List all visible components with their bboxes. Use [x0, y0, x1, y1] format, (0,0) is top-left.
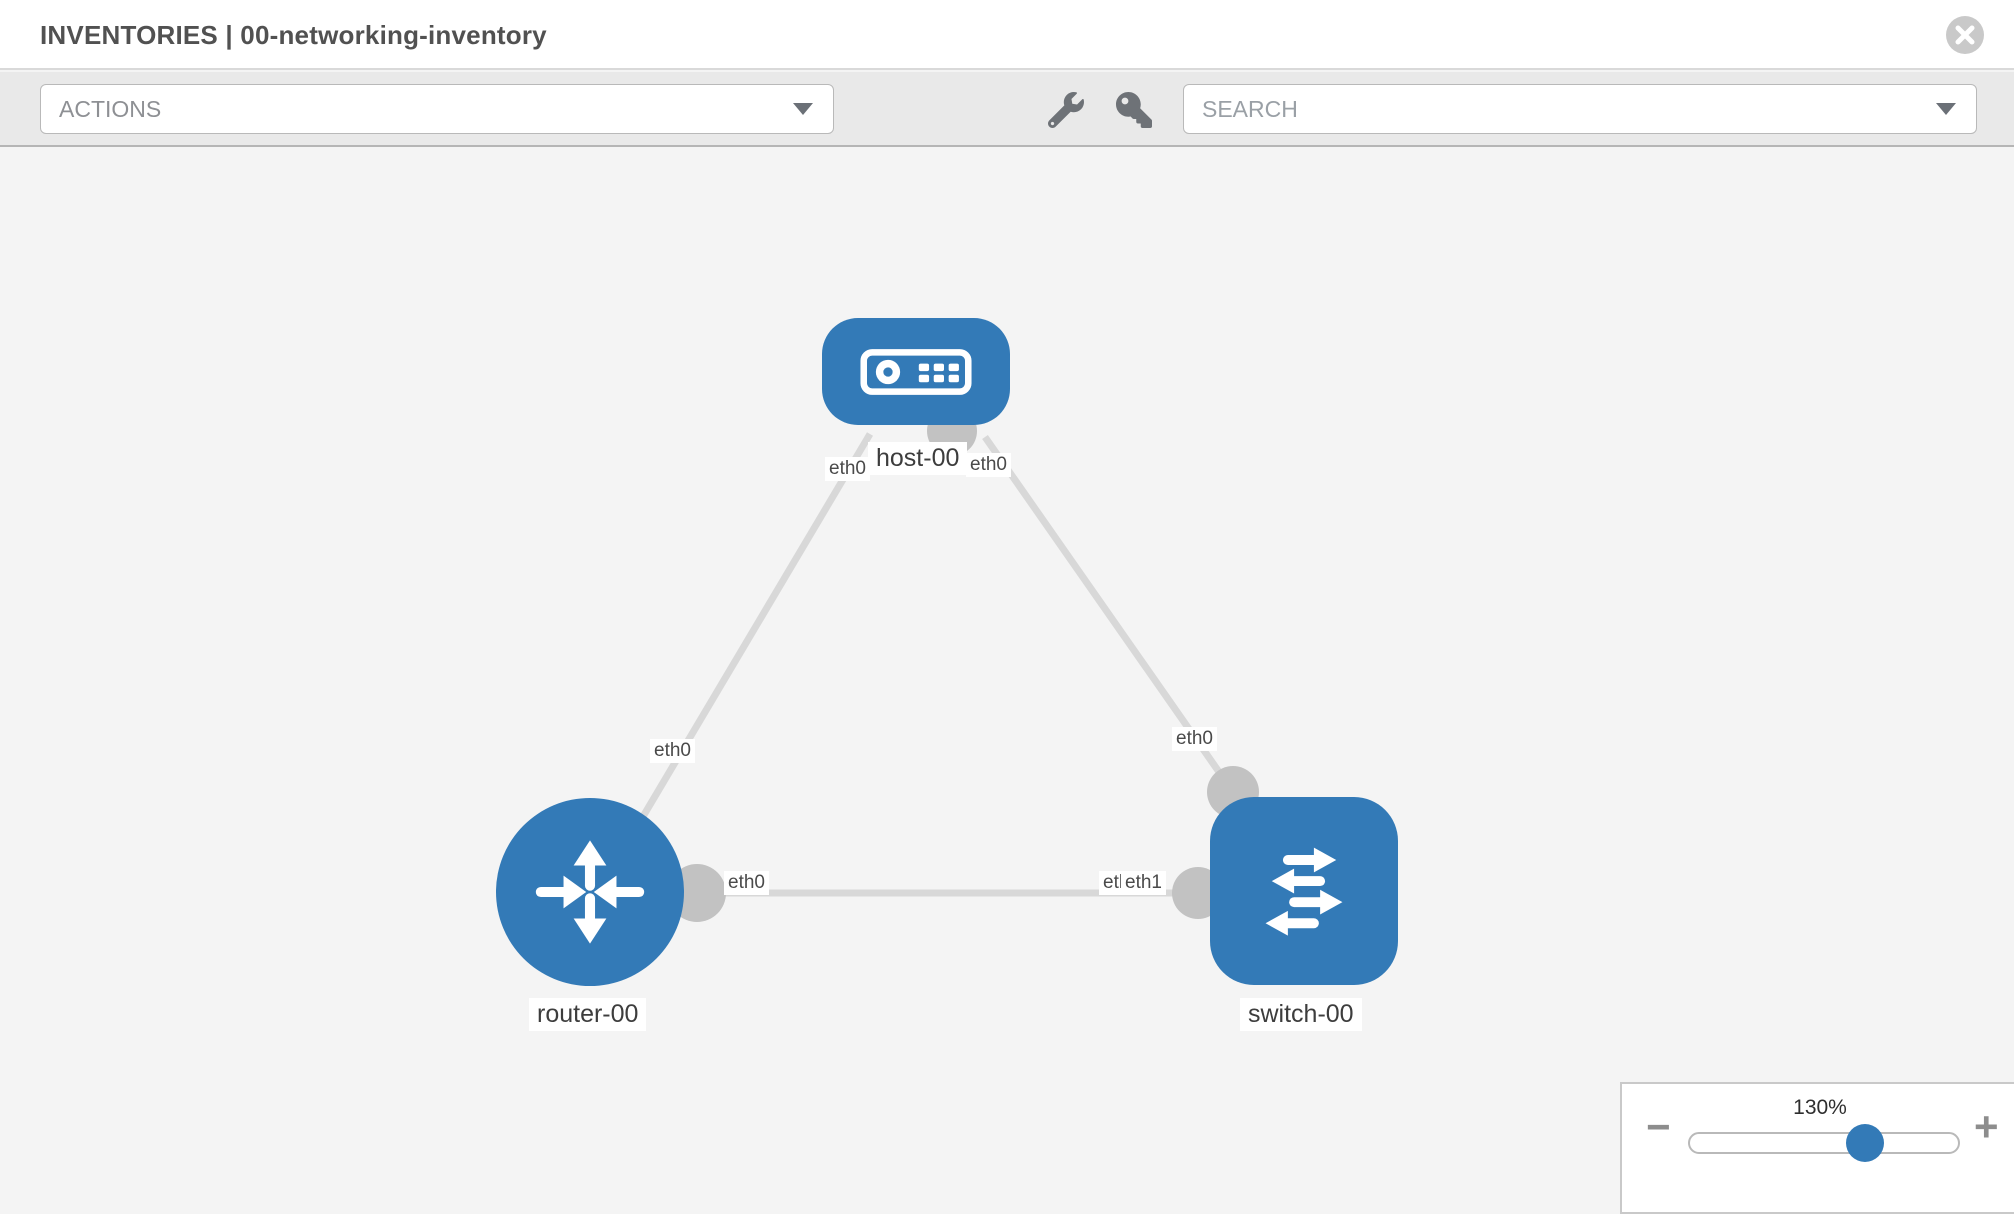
close-icon [1955, 25, 1975, 45]
search-placeholder: SEARCH [1202, 95, 1298, 122]
iface-label-router-uplink: eth0 [650, 739, 695, 763]
close-button[interactable] [1946, 16, 1984, 54]
chevron-down-icon [1936, 103, 1956, 115]
iface-label-host-left: eth0 [825, 457, 870, 481]
page-title: INVENTORIES | 00-networking-inventory [40, 20, 547, 50]
wrench-icon[interactable] [1048, 92, 1084, 128]
node-label-router: router-00 [529, 998, 647, 1031]
node-label-host: host-00 [868, 442, 968, 475]
actions-dropdown-label: ACTIONS [59, 95, 162, 122]
router-icon [535, 840, 645, 944]
node-label-switch: switch-00 [1240, 998, 1362, 1031]
iface-label-router-right: eth0 [724, 871, 769, 895]
chevron-down-icon [793, 103, 813, 115]
topology-canvas[interactable]: host-00 router-00 switch-00 eth0 eth0 et… [0, 149, 2014, 1200]
actions-dropdown[interactable]: ACTIONS [40, 84, 834, 134]
iface-label-switch-uplink: eth0 [1172, 727, 1217, 751]
toolbar: ACTIONS SEARCH [0, 72, 2014, 147]
key-icon[interactable] [1116, 92, 1152, 128]
zoom-out-button[interactable]: − [1646, 1103, 1671, 1150]
node-router-00[interactable] [496, 798, 684, 986]
zoom-in-button[interactable]: + [1974, 1103, 1999, 1150]
iface-label-host-right: eth0 [966, 453, 1011, 477]
iface-label-switch-eth1: eth1 [1121, 871, 1166, 895]
node-switch-00[interactable] [1210, 797, 1398, 985]
zoom-panel: 130% − + [1620, 1082, 2014, 1214]
topology-links-layer [596, 406, 1259, 922]
host-icon [860, 348, 972, 395]
search-input[interactable]: SEARCH [1183, 84, 1977, 134]
link-host-router [596, 432, 874, 891]
switch-icon [1265, 847, 1343, 936]
zoom-level: 130% [1793, 1096, 1847, 1119]
node-host-00[interactable] [822, 318, 1010, 425]
header: INVENTORIES | 00-networking-inventory [0, 0, 2014, 70]
zoom-slider-knob[interactable] [1846, 1124, 1884, 1162]
zoom-slider[interactable] [1688, 1124, 1960, 1162]
